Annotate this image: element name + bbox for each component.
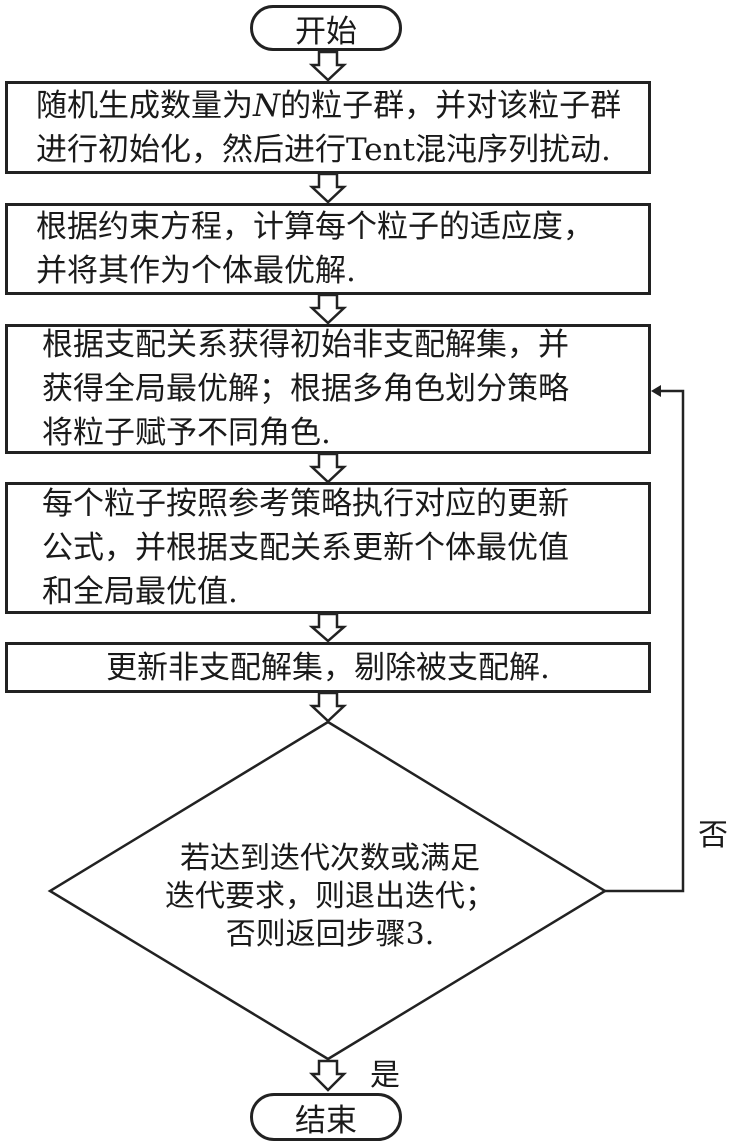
loop-back-line xyxy=(605,389,685,893)
arrow-decision-to-end xyxy=(308,1059,348,1092)
decision-text: 若达到迭代次数或满足 迭代要求，则退出迭代； 否则返回步骤3. xyxy=(130,840,530,954)
step-3-line-3: 将粒子赋予不同角色. xyxy=(42,415,331,451)
arrow-start-to-step1 xyxy=(308,50,348,82)
no-branch-label: 否 xyxy=(698,818,728,853)
arrow-step5-to-decision xyxy=(308,691,348,723)
arrow-step3-to-step4 xyxy=(308,452,348,484)
step-3-line-2: 获得全局最优解；根据多角色划分策略 xyxy=(42,371,569,407)
step-5-line-1: 更新非支配解集，剔除被支配解. xyxy=(106,649,550,686)
decision-line-1: 若达到迭代次数或满足 xyxy=(180,841,480,876)
step-3-line-1: 根据支配关系获得初始非支配解集，并 xyxy=(42,327,569,363)
step-5-box: 更新非支配解集，剔除被支配解. xyxy=(5,642,651,693)
step-4-line-2: 公式，并根据支配关系更新个体最优值 xyxy=(42,530,569,566)
end-terminal: 结束 xyxy=(250,1093,402,1141)
step-2-line-1: 根据约束方程，计算每个粒子的适应度， xyxy=(36,209,594,245)
step-1-var-n: N xyxy=(253,87,281,124)
end-label: 结束 xyxy=(295,1102,357,1139)
decision-diamond xyxy=(47,720,608,1061)
step-4-line-3: 和全局最优值. xyxy=(42,574,238,610)
step-2-line-2: 并将其作为个体最优解. xyxy=(36,253,356,289)
step-4-box: 每个粒子按照参考策略执行对应的更新 公式，并根据支配关系更新个体最优值 和全局最… xyxy=(5,482,651,614)
decision-line-2: 迭代要求，则退出迭代； xyxy=(165,879,495,914)
step-1-line-2: 进行初始化，然后进行Tent混沌序列扰动. xyxy=(36,131,611,168)
yes-branch-label: 是 xyxy=(370,1058,400,1093)
step-1-text-a: 随机生成数量为 xyxy=(36,87,253,124)
step-2-box: 根据约束方程，计算每个粒子的适应度， 并将其作为个体最优解. xyxy=(5,203,651,295)
step-1-box: 随机生成数量为N的粒子群，并对该粒子群 进行初始化，然后进行Tent混沌序列扰动… xyxy=(5,81,651,174)
step-3-box: 根据支配关系获得初始非支配解集，并 获得全局最优解；根据多角色划分策略 将粒子赋… xyxy=(5,324,651,454)
loop-arrowhead-icon xyxy=(651,385,661,397)
start-terminal: 开始 xyxy=(250,5,402,51)
arrow-step2-to-step3 xyxy=(308,293,348,325)
start-label: 开始 xyxy=(295,13,357,50)
decision-line-3: 否则返回步骤3. xyxy=(225,917,435,952)
step-1-line-1: 随机生成数量为N的粒子群，并对该粒子群 xyxy=(36,84,621,128)
arrow-step4-to-step5 xyxy=(308,612,348,643)
arrow-step1-to-step2 xyxy=(308,172,348,204)
step-1-text-b: 的粒子群，并对该粒子群 xyxy=(280,87,622,124)
step-4-line-1: 每个粒子按照参考策略执行对应的更新 xyxy=(42,486,569,522)
